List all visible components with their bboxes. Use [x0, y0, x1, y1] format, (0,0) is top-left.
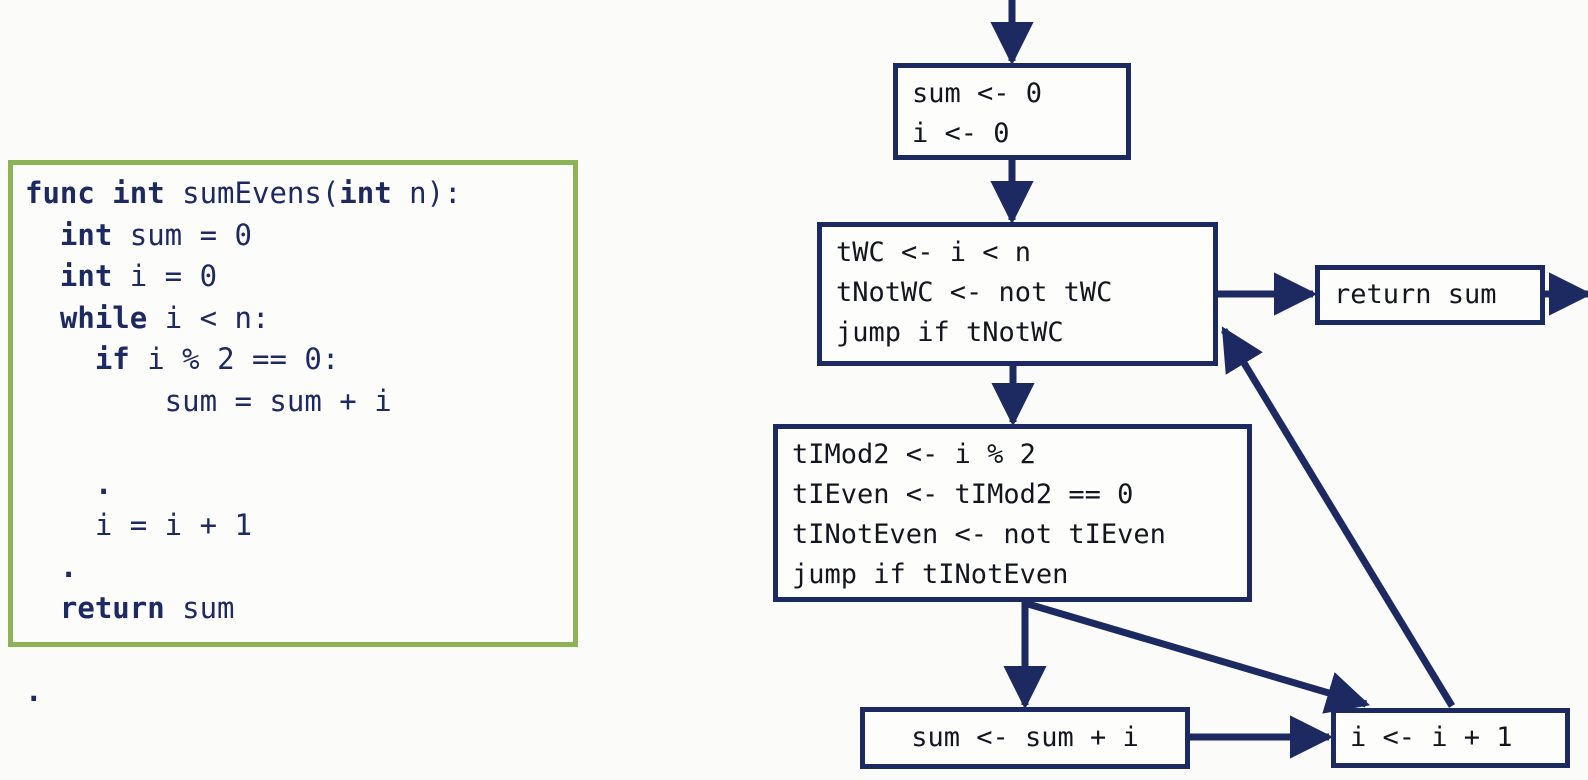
code-line: return sum	[25, 588, 569, 630]
code-text: sum = sum + i	[25, 383, 392, 418]
code-text: i % 2 == 0:	[147, 342, 340, 376]
code-line: sum = sum + i	[25, 381, 569, 423]
code-keyword: .	[25, 549, 78, 584]
code-panel: func int sumEvens(int n): int sum = 0 in…	[8, 160, 578, 708]
flow-node-return[interactable]: return sum	[1315, 265, 1545, 325]
code-keyword: int	[339, 176, 410, 210]
code-line: func int sumEvens(int n):	[25, 173, 569, 215]
code-line: while i < n:	[25, 298, 569, 340]
code-keyword: .	[25, 466, 113, 501]
flow-node-sum-accumulate[interactable]: sum <- sum + i	[860, 707, 1190, 769]
code-text: i < n:	[164, 300, 270, 335]
flow-node-even-check[interactable]: tIMod2 <- i % 2 tIEven <- tIMod2 == 0 tI…	[773, 424, 1252, 602]
code-text: sumEvens(	[182, 176, 340, 210]
code-text: i = i + 1	[25, 508, 252, 542]
code-keyword: func int	[25, 176, 183, 210]
code-keyword: int	[59, 217, 130, 252]
code-line: i = i + 1	[25, 505, 569, 547]
code-line: .	[25, 547, 569, 589]
code-keyword: while	[59, 300, 165, 335]
code-keyword: if	[94, 342, 148, 376]
code-listing: func int sumEvens(int n): int sum = 0 in…	[25, 173, 569, 713]
code-line: .	[25, 671, 569, 713]
code-line: int i = 0	[25, 256, 569, 298]
code-text: sum	[182, 591, 235, 625]
edge-incr-while	[1221, 326, 1455, 708]
flow-node-init[interactable]: sum <- 0 i <- 0	[893, 63, 1131, 160]
code-text: sum = 0	[129, 217, 252, 252]
code-line: if i % 2 == 0:	[25, 339, 569, 381]
code-text: i = 0	[129, 259, 218, 293]
flow-node-increment[interactable]: i <- i + 1	[1331, 708, 1570, 768]
flow-node-while-condition[interactable]: tWC <- i < n tNotWC <- not tWC jump if t…	[817, 222, 1218, 366]
code-line: int sum = 0	[25, 215, 569, 257]
code-keyword: return	[59, 591, 183, 625]
code-line: .	[25, 464, 569, 506]
code-keyword: int	[59, 259, 130, 293]
code-keyword: .	[25, 674, 43, 708]
edge-mod-incr	[1027, 600, 1371, 714]
code-text: n):	[409, 176, 462, 210]
